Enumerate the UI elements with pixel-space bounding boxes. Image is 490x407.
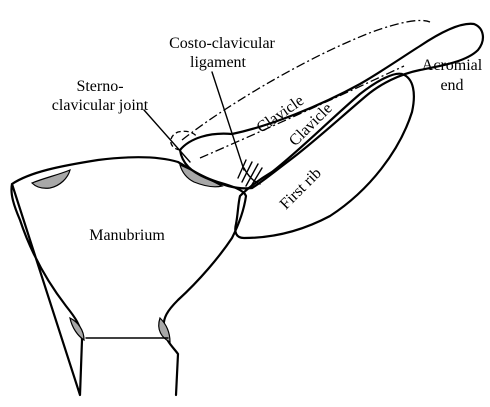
label-first-rib: First rib bbox=[277, 165, 325, 213]
label-manubrium: Manubrium bbox=[89, 227, 165, 244]
label-acromial-1: Acromial bbox=[422, 57, 483, 74]
manubrium-outline bbox=[11, 157, 246, 395]
label-sterno-1: Sterno- bbox=[76, 78, 123, 95]
label-costo-clavicular-2: ligament bbox=[190, 54, 247, 71]
sterno-pointer bbox=[144, 110, 190, 162]
label-sterno-2: clavicular joint bbox=[52, 97, 149, 114]
first-rib-outline bbox=[235, 74, 414, 238]
costo-pointer bbox=[212, 72, 244, 170]
label-acromial-2: end bbox=[440, 77, 463, 94]
label-costo-clavicular-1: Costo-clavicular bbox=[169, 35, 275, 52]
